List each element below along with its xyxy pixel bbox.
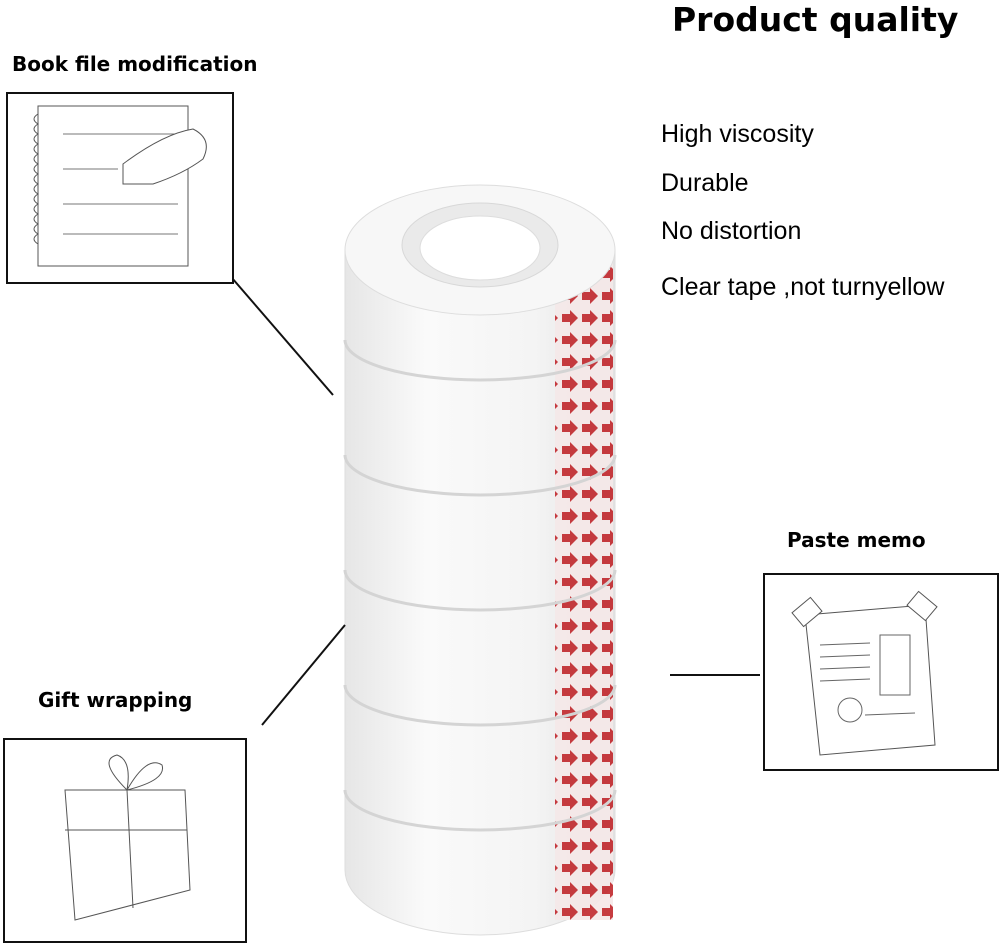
feature-4: Clear tape ,not turnyellow bbox=[661, 273, 945, 301]
page-title: Product quality bbox=[672, 0, 959, 39]
memo-label: Paste memo bbox=[787, 528, 926, 552]
feature-3: No distortion bbox=[661, 217, 802, 245]
connector-lines bbox=[231, 277, 760, 726]
tape-rolls bbox=[343, 184, 617, 936]
paste-memo-icon bbox=[763, 573, 999, 771]
feature-1: High viscosity bbox=[661, 120, 814, 148]
feature-2: Durable bbox=[661, 169, 749, 197]
book-file-icon bbox=[6, 92, 234, 284]
book-label: Book file modification bbox=[12, 52, 258, 76]
gift-wrapping-icon bbox=[3, 738, 247, 943]
gift-label: Gift wrapping bbox=[38, 688, 193, 712]
